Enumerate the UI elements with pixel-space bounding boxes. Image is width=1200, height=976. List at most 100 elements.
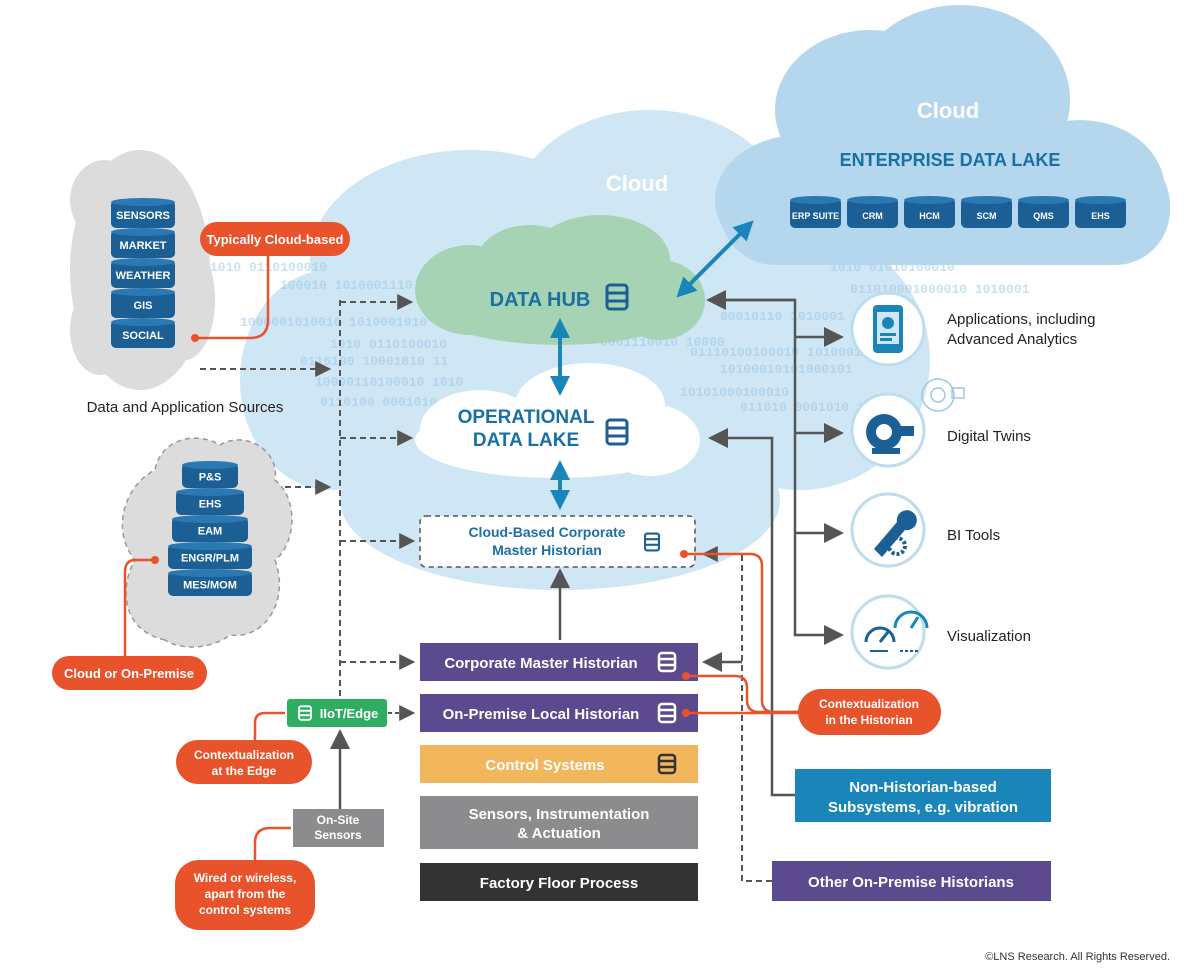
analytics-line1: Applications, including [947, 311, 1095, 328]
wired-callout-line1: Wired or wireless, [194, 871, 297, 885]
onprem-db-engr-plm: ENGR/PLM [168, 542, 252, 569]
svg-text:MES/MOM: MES/MOM [183, 580, 237, 592]
data-hub-label: DATA HUB [490, 289, 591, 311]
wrench-gear-icon [874, 510, 917, 557]
svg-text:ENGR/PLM: ENGR/PLM [181, 553, 239, 565]
sources-cylinders: SENSORS MARKET WEATHER GIS SOCIAL [111, 198, 175, 348]
analytics-line2: Advanced Analytics [947, 331, 1077, 348]
binary-text: 10101000100010 [680, 385, 789, 400]
cloud-or-onprem-callout-label: Cloud or On-Premise [64, 666, 194, 681]
binary-text: 1010 0110100010 [330, 337, 447, 352]
viz-label: Visualization [947, 628, 1031, 645]
edge-callout-line2: at the Edge [212, 764, 277, 778]
binary-text: 00010110 1010001 [720, 309, 845, 324]
pump-wireframe-icon [921, 378, 965, 412]
enterprise-data-lake-title: ENTERPRISE DATA LAKE [840, 150, 1061, 170]
twins-app [850, 378, 965, 468]
factory-floor-label: Factory Floor Process [480, 875, 638, 892]
bi-label: BI Tools [947, 527, 1000, 544]
svg-text:SENSORS: SENSORS [116, 210, 170, 222]
svg-text:CRM: CRM [862, 211, 883, 221]
binary-text: 10100010101000101 [720, 362, 853, 377]
binary-text: 0110100 0001010 10 [320, 395, 461, 410]
historian-callout-line-b [686, 674, 800, 714]
edge-callout-line [253, 711, 285, 742]
svg-text:P&S: P&S [199, 472, 222, 484]
control-systems-box [420, 745, 698, 783]
historian-callout-line2: in the Historian [825, 713, 912, 727]
binary-text: 0116100 10001810 11 [300, 354, 448, 369]
svg-text:QMS: QMS [1033, 211, 1054, 221]
svg-text:SCM: SCM [977, 211, 997, 221]
bi-app [850, 492, 926, 568]
non-historian-connector [708, 428, 795, 797]
enterprise-db-ehs: EHS [1075, 196, 1126, 228]
cloud-historian-line2: Master Historian [492, 542, 602, 558]
source-db-market: MARKET [111, 228, 175, 258]
historian-callout-line1: Contextualization [819, 697, 919, 711]
binary-text: 10000110100010 1010 [315, 375, 463, 390]
factory-floor-box [420, 863, 698, 901]
svg-text:WEATHER: WEATHER [116, 270, 171, 282]
cloud-based-callout-label: Typically Cloud-based [206, 232, 343, 247]
wired-callout-line3: control systems [199, 903, 291, 917]
tablet-analytics-icon [873, 305, 903, 353]
onprem-db-p-s: P&S [182, 461, 238, 488]
enterprise-db-hcm: HCM [904, 196, 955, 228]
cloud-based-callout-dot [191, 334, 199, 342]
hub-enterprise-arrow [676, 220, 754, 298]
source-db-social: SOCIAL [111, 318, 175, 348]
historian-callout-dot-b [682, 672, 690, 680]
sources-caption: Data and Application Sources [87, 399, 284, 416]
onprem-db-eam: EAM [172, 515, 248, 542]
historian-callout [798, 689, 941, 735]
enterprise-db-scm: SCM [961, 196, 1012, 228]
cloud-historian-box [419, 515, 696, 568]
operational-data-lake-line2: DATA LAKE [473, 430, 579, 451]
corporate-master-historian-box [420, 643, 698, 681]
source-db-weather: WEATHER [111, 258, 175, 288]
sensors-instrumentation-line1: Sensors, Instrumentation [469, 806, 650, 823]
svg-text:SOCIAL: SOCIAL [122, 330, 164, 342]
svg-text:MARKET: MARKET [119, 240, 166, 252]
sensors-instrumentation-line2: & Actuation [517, 825, 601, 842]
source-db-gis: GIS [111, 288, 175, 318]
svg-text:EHS: EHS [1091, 211, 1110, 221]
enterprise-db-row: ERP SUITE CRM HCM SCM QMS EHS [790, 196, 1126, 228]
enterprise-db-erp-suite: ERP SUITE [790, 196, 841, 228]
viz-app [850, 594, 929, 670]
gauge-icon [864, 610, 929, 652]
onsite-sensors-line2: Sensors [314, 828, 362, 842]
enterprise-db-qms: QMS [1018, 196, 1069, 228]
cloud-or-onprem-callout-line [123, 558, 153, 656]
edge-callout [176, 740, 312, 784]
edge-callout-line1: Contextualization [194, 748, 294, 762]
non-historian-line2: Subsystems, e.g. vibration [828, 799, 1018, 816]
main-cloud-label: Cloud [606, 171, 668, 196]
pump-icon [866, 414, 914, 454]
wired-callout-line2: apart from the [205, 887, 286, 901]
control-systems-label: Control Systems [485, 757, 604, 774]
operational-data-lake-line1: OPERATIONAL [458, 407, 595, 428]
wired-callout-line [253, 826, 291, 862]
cloud-or-onprem-callout [52, 656, 207, 690]
twins-label: Digital Twins [947, 428, 1031, 445]
historian-callout-dot-a [680, 550, 688, 558]
svg-text:GIS: GIS [134, 300, 153, 312]
onprem-db-ehs: EHS [176, 488, 244, 515]
enterprise-cloud-label: Cloud [917, 98, 979, 123]
historian-callout-dot-c [682, 709, 690, 717]
source-db-sensors: SENSORS [111, 198, 175, 228]
binary-text: 0001110010 10000 [600, 335, 725, 350]
local-historian-box [420, 694, 698, 732]
analytics-app [850, 291, 926, 367]
iiot-edge-box [287, 699, 387, 727]
local-historian-label: On-Premise Local Historian [443, 706, 640, 723]
cloud-historian-line1: Cloud-Based Corporate [468, 524, 625, 540]
other-historians-box [772, 861, 1051, 901]
onsite-sensors-box [293, 809, 384, 847]
non-historian-line1: Non-Historian-based [849, 779, 997, 796]
non-historian-box [795, 769, 1051, 822]
